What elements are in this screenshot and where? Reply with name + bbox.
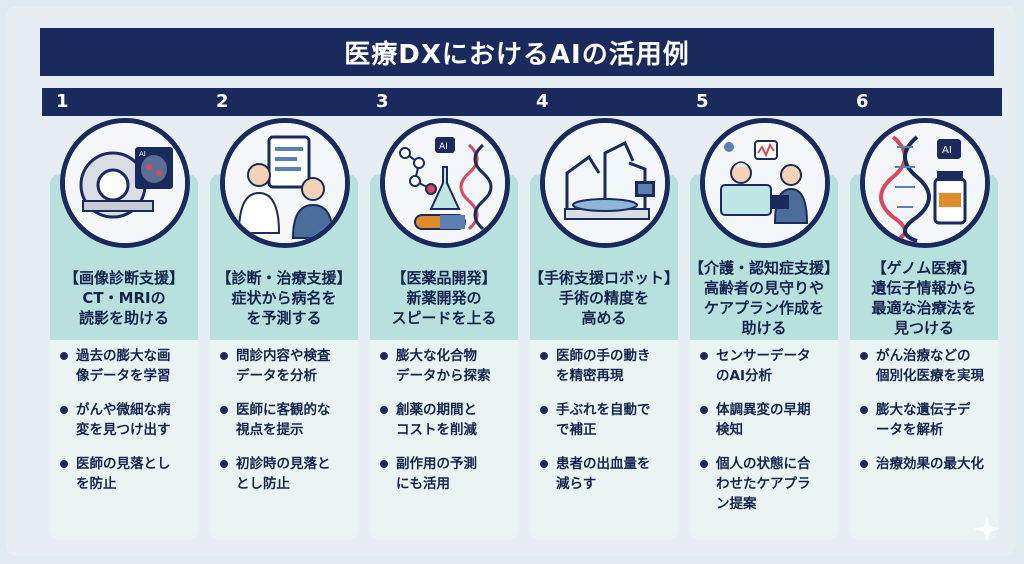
list-item: 膨大な化合物データから探索 — [378, 346, 516, 386]
column-heading: 【診断・治療支援】 症状から病名を を予測する — [216, 269, 352, 327]
column-heading: 【医薬品開発】 新薬開発の スピードを上る — [391, 269, 497, 327]
column-number: 6 — [842, 88, 1002, 116]
elderly-care-icon — [700, 118, 830, 248]
column-number: 2 — [202, 88, 362, 116]
list-item: センサーデータのAI分析 — [698, 346, 836, 386]
column-number: 4 — [522, 88, 682, 116]
list-item: 過去の膨大な画像データを学習 — [58, 346, 196, 386]
surgical-robot-icon — [540, 118, 670, 248]
list-item: 患者の出血量を減らす — [538, 454, 676, 494]
column-heading: 【ゲノム医療】 遺伝子情報から 最適な治療法を 見つける — [871, 259, 977, 337]
bullet-panel — [370, 340, 518, 540]
bullet-list: 問診内容や検査データを分析 医師に客観的な視点を提示 初診時の見落ととし防止 — [218, 346, 356, 508]
column-number: 3 — [362, 88, 522, 116]
column-3: 3 AI 【医薬品開発】 新薬開発の スピードを上る 膨大な化合物データから探索… — [362, 88, 522, 540]
svg-text:AI: AI — [439, 142, 448, 152]
list-item: 副作用の予測にも活用 — [378, 454, 516, 494]
list-item: 個人の状態に合わせたケアプラン提案 — [698, 454, 836, 514]
drug-discovery-icon: AI — [380, 118, 510, 248]
column-5: 5 【介護・認知症支援】 高齢者の見守りや ケアプラン作成を 助ける センサーデ… — [682, 88, 842, 540]
list-item: 医師の手の動きを精密再現 — [538, 346, 676, 386]
bullet-panel — [210, 340, 358, 540]
list-item: 体調異変の早期検知 — [698, 400, 836, 440]
bullet-list: 過去の膨大な画像データを学習 がんや微細な病変を見つけ出す 医師の見落としを防止 — [58, 346, 196, 508]
list-item: 膨大な遺伝子データを解析 — [858, 400, 996, 440]
column-heading: 【画像診断支援】 CT・MRIの 読影を助ける — [63, 269, 184, 327]
svg-text:AI: AI — [942, 145, 952, 156]
bullet-panel — [690, 340, 838, 540]
list-item: 創薬の期間とコストを削減 — [378, 400, 516, 440]
bullet-panel — [850, 340, 998, 540]
list-item: 医師に客観的な視点を提示 — [218, 400, 356, 440]
page-title: 医療DXにおけるAIの活用例 — [40, 28, 994, 76]
list-item: 医師の見落としを防止 — [58, 454, 196, 494]
list-item: がん治療などの個別化医療を実現 — [858, 346, 996, 386]
doctor-consultation-icon — [220, 118, 350, 248]
column-number: 5 — [682, 88, 842, 116]
list-item: 手ぶれを自動でで補正 — [538, 400, 676, 440]
bullet-list: 医師の手の動きを精密再現 手ぶれを自動でで補正 患者の出血量を減らす — [538, 346, 676, 508]
list-item: がんや微細な病変を見つけ出す — [58, 400, 196, 440]
genome-dna-icon: AI — [860, 118, 990, 248]
ct-scanner-icon: AI — [60, 118, 190, 248]
bullet-list: 膨大な化合物データから探索 創薬の期間とコストを削減 副作用の予測にも活用 — [378, 346, 516, 508]
bullet-panel — [50, 340, 198, 540]
list-item: 初診時の見落ととし防止 — [218, 454, 356, 494]
column-2: 2 【診断・治療支援】 症状から病名を を予測する 問診内容や検査データを分析 … — [202, 88, 362, 540]
column-1: 1 AI 【画像診断支援】 CT・MRIの 読影を助ける 過去の膨大な画像データ… — [42, 88, 202, 540]
bullet-list: センサーデータのAI分析 体調異変の早期検知 個人の状態に合わせたケアプラン提案 — [698, 346, 836, 528]
list-item: 問診内容や検査データを分析 — [218, 346, 356, 386]
svg-text:AI: AI — [139, 150, 146, 158]
bullet-panel — [530, 340, 678, 540]
column-4: 4 【手術支援ロボット】 手術の精度を 高める 医師の手の動きを精密再現 手ぶれ… — [522, 88, 682, 540]
column-6: 6 AI 【ゲノム医療】 遺伝子情報から 最適な治療法を 見つける がん治療など… — [842, 88, 1002, 540]
bullet-list: がん治療などの個別化医療を実現 膨大な遺伝子データを解析 治療効果の最大化 — [858, 346, 996, 488]
sparkle-icon — [974, 516, 1000, 542]
list-item: 治療効果の最大化 — [858, 454, 996, 474]
column-heading: 【介護・認知症支援】 高齢者の見守りや ケアプラン作成を 助ける — [689, 259, 840, 337]
column-heading: 【手術支援ロボット】 手術の精度を 高める — [529, 269, 680, 327]
column-number: 1 — [42, 88, 202, 116]
